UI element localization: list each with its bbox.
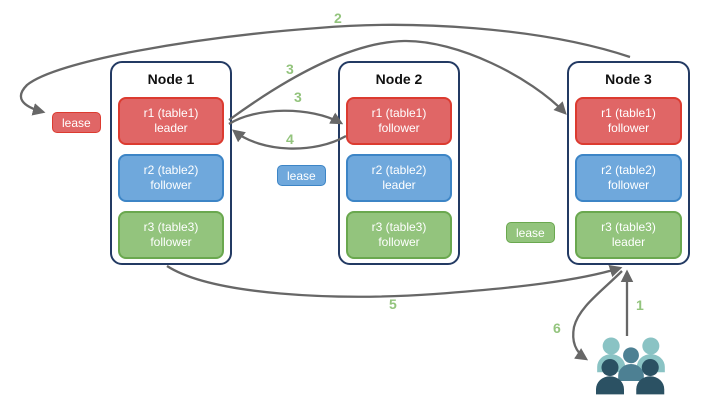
node-2: Node 2 r1 (table1) follower r2 (table2) … — [338, 61, 460, 265]
node-2-replica-r1: r1 (table1) follower — [346, 97, 452, 145]
replica-role: follower — [150, 235, 192, 249]
replica-role: leader — [382, 178, 416, 192]
step-label-3b: 3 — [294, 89, 302, 105]
lease-badge-r2: lease — [277, 165, 326, 186]
replica-name: r2 (table2) — [371, 162, 427, 177]
lease-badge-r3: lease — [506, 222, 555, 243]
replica-role: leader — [611, 235, 646, 249]
arrow-step-5 — [166, 264, 623, 298]
replica-role: follower — [607, 178, 650, 192]
node-1-title: Node 1 — [147, 71, 195, 87]
replica-name: r1 (table1) — [371, 105, 427, 120]
node-3: Node 3 r1 (table1) follower r2 (table2) … — [567, 61, 690, 265]
replica-name: r3 (table3) — [371, 219, 427, 234]
replica-role: follower — [150, 178, 192, 192]
node-2-replica-r2: r2 (table2) leader — [346, 154, 452, 202]
arrow-step-3-to-node2 — [228, 109, 344, 125]
step-label-6: 6 — [553, 320, 561, 336]
node-1: Node 1 r1 (table1) leader r2 (table2) fo… — [110, 61, 232, 265]
step-label-5: 5 — [389, 296, 397, 312]
replica-name: r3 (table3) — [601, 219, 656, 234]
node-1-replica-r1: r1 (table1) leader — [118, 97, 224, 145]
node-3-replica-r2: r2 (table2) follower — [575, 154, 682, 202]
replica-name: r3 (table3) — [143, 219, 199, 234]
lease-badge-r1: lease — [52, 112, 101, 133]
replica-role: follower — [607, 121, 650, 135]
step-label-1: 1 — [636, 297, 644, 313]
replica-name: r2 (table2) — [601, 162, 656, 177]
replica-name: r1 (table1) — [143, 105, 199, 120]
node-3-replica-r3: r3 (table3) leader — [575, 211, 682, 259]
replica-role: follower — [378, 235, 420, 249]
node-3-replica-r1: r1 (table1) follower — [575, 97, 682, 145]
node-1-replica-r3: r3 (table3) follower — [118, 211, 224, 259]
node-1-replica-r2: r2 (table2) follower — [118, 154, 224, 202]
step-label-4: 4 — [286, 131, 294, 147]
step-label-3a: 3 — [286, 61, 294, 77]
replica-role: leader — [154, 121, 188, 135]
replica-role: follower — [378, 121, 420, 135]
node-3-title: Node 3 — [605, 71, 652, 87]
replica-name: r1 (table1) — [601, 105, 656, 120]
step-label-2: 2 — [334, 10, 342, 26]
node-2-title: Node 2 — [375, 71, 423, 87]
users-icon — [596, 337, 665, 395]
replica-name: r2 (table2) — [143, 162, 199, 177]
node-2-replica-r3: r3 (table3) follower — [346, 211, 452, 259]
